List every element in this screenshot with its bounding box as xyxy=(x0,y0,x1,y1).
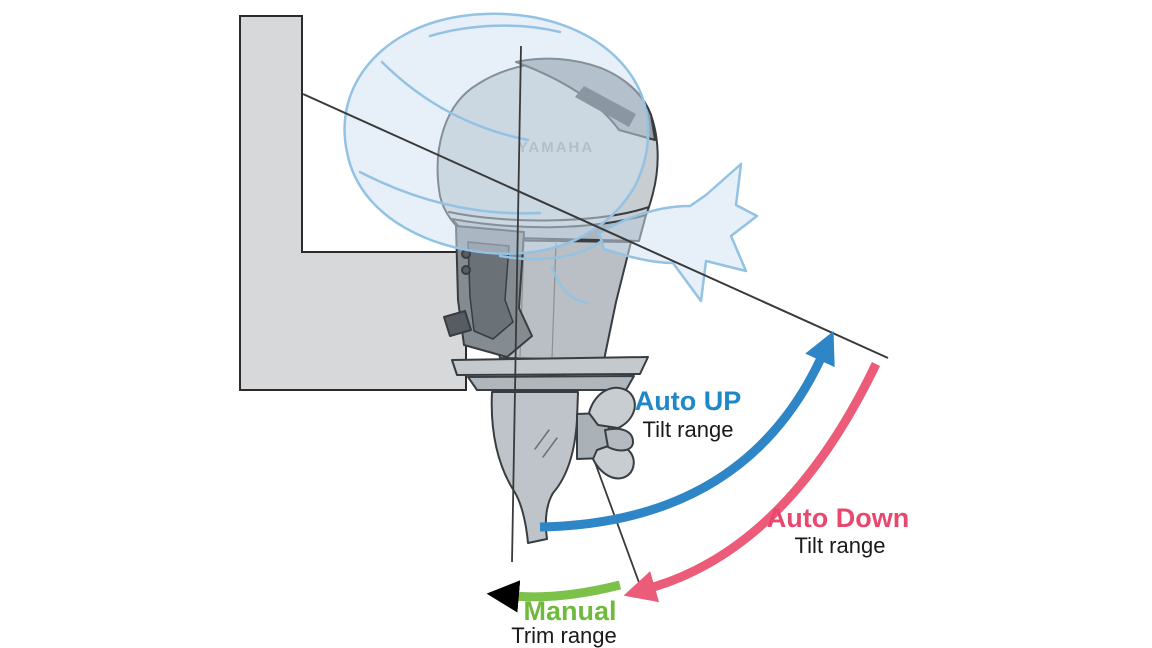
auto-down-arc xyxy=(623,362,881,603)
bracket-pin-lower xyxy=(461,265,471,275)
ghost-detail-line-seam xyxy=(380,60,530,142)
vertical-reference-line xyxy=(511,45,522,563)
bracket-clamp-handle xyxy=(443,310,472,337)
anti-ventilation-plate-lower xyxy=(467,375,635,391)
auto-down-sublabel: Tilt range xyxy=(795,533,886,558)
ghost-lower-unit xyxy=(597,162,759,303)
tilt-limit-line xyxy=(302,93,889,359)
auto-down-label: Auto Down xyxy=(767,503,909,533)
gearcase xyxy=(490,391,579,544)
manual-label: Manual xyxy=(523,596,616,626)
ghost-detail-line-bottom xyxy=(498,240,602,261)
anti-ventilation-plate xyxy=(451,356,649,376)
bracket-inner xyxy=(467,241,514,340)
manual-arc xyxy=(486,580,622,613)
auto-up-sublabel: Tilt range xyxy=(643,417,734,442)
ghost-detail-line-leg xyxy=(550,265,590,305)
propeller-blade-upper xyxy=(588,386,636,429)
propeller-blade-mid xyxy=(604,427,634,452)
auto-up-arc xyxy=(539,330,835,532)
ghost-cowling xyxy=(343,12,650,255)
tilted-motor-outline xyxy=(343,12,759,305)
ghost-detail-line-top xyxy=(428,24,562,38)
auto-up-label: Auto UP xyxy=(635,386,741,416)
manual-sublabel: Trim range xyxy=(511,623,617,648)
water-intake-slits xyxy=(534,429,558,458)
midsection-seam-1 xyxy=(551,241,557,360)
